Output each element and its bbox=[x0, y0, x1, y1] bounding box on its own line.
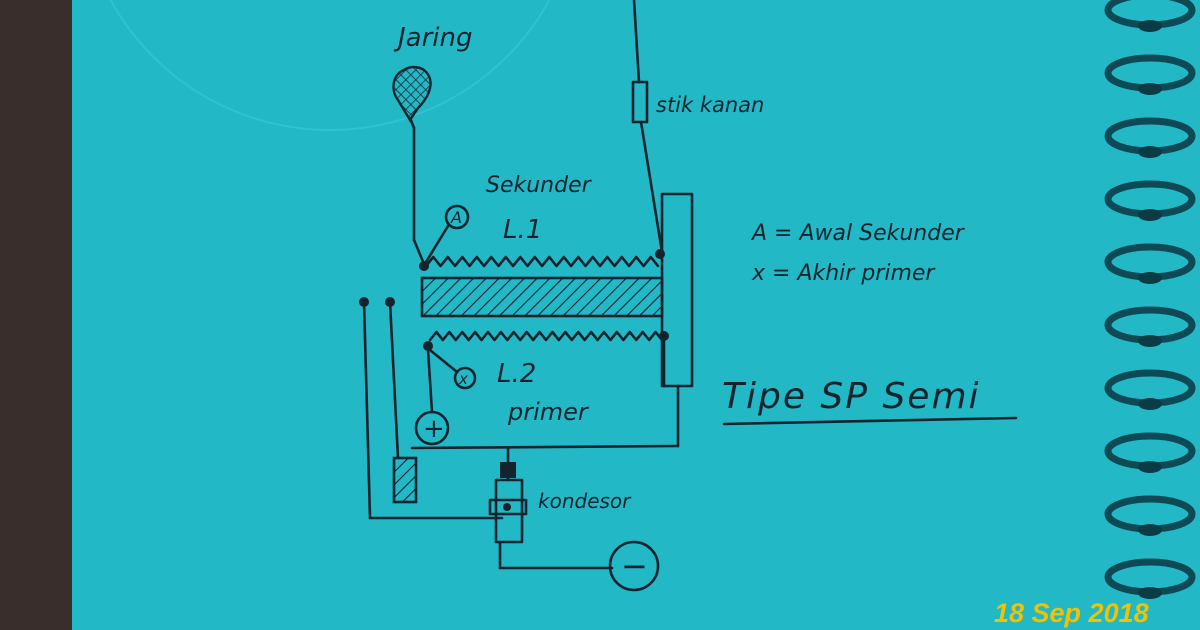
kondesor-top bbox=[500, 462, 516, 478]
title-underline bbox=[722, 416, 1018, 426]
spiral-hole bbox=[1138, 524, 1162, 536]
spiral-binding bbox=[1104, 0, 1196, 599]
switch-block bbox=[392, 456, 418, 504]
transformer-core bbox=[420, 276, 664, 318]
wire-plus bbox=[426, 348, 434, 414]
wire-jaring-to-coil bbox=[412, 238, 426, 266]
wire-bottom-loop bbox=[410, 444, 680, 450]
label-stik-kanan: stik kanan bbox=[656, 93, 764, 117]
kondesor-terminal bbox=[503, 503, 511, 511]
label-l1: L.1 bbox=[503, 215, 542, 245]
a-marker-leader bbox=[424, 224, 450, 264]
spiral-hole bbox=[1138, 335, 1162, 347]
a-marker-label: A bbox=[450, 208, 462, 227]
wire-right-top bbox=[632, 0, 641, 84]
x-marker-label: x bbox=[458, 370, 468, 388]
spiral-hole bbox=[1138, 146, 1162, 158]
plus-terminal-sign: + bbox=[423, 414, 445, 444]
coil-primary-l2 bbox=[428, 330, 664, 342]
spiral-hole bbox=[1138, 398, 1162, 410]
jaring-handle bbox=[408, 116, 416, 130]
coil-secondary-l1 bbox=[424, 255, 660, 268]
label-kondesor: kondesor bbox=[538, 489, 632, 513]
legend-line-a: A = Awal Sekunder bbox=[750, 221, 966, 246]
coil-primary-start-dot bbox=[423, 341, 433, 351]
plus-terminal bbox=[414, 410, 450, 446]
legend-line-x: x = Akhir primer bbox=[751, 261, 936, 286]
spiral-hole bbox=[1138, 83, 1162, 95]
spiral-hole bbox=[1138, 20, 1162, 32]
left-post-1 bbox=[362, 300, 372, 520]
x-marker-leader bbox=[428, 348, 459, 374]
spiral-hole bbox=[1138, 209, 1162, 221]
label-jaring: Jaring bbox=[393, 23, 473, 53]
a-marker-circle bbox=[444, 204, 470, 230]
wire-right-mid bbox=[639, 120, 664, 254]
spiral-hole bbox=[1138, 587, 1162, 599]
diagram-title: Tipe SP Semi bbox=[722, 376, 981, 417]
minus-terminal-sign: − bbox=[621, 547, 648, 585]
label-l2: L.2 bbox=[497, 359, 536, 389]
label-sekunder: Sekunder bbox=[486, 173, 593, 198]
kondesor-body bbox=[494, 478, 524, 544]
minus-terminal bbox=[608, 540, 660, 592]
coil-secondary-end-dot bbox=[655, 249, 665, 259]
label-primer: primer bbox=[507, 398, 590, 426]
left-post-2 bbox=[388, 300, 400, 460]
paper-faint-circle bbox=[109, 0, 551, 131]
spiral-hole bbox=[1138, 272, 1162, 284]
spiral-hole bbox=[1138, 461, 1162, 473]
date-stamp: 18 Sep 2018 bbox=[994, 598, 1149, 628]
x-marker-circle bbox=[453, 366, 477, 390]
kondesor-clip bbox=[488, 498, 528, 516]
jaring-net-icon bbox=[392, 65, 432, 123]
